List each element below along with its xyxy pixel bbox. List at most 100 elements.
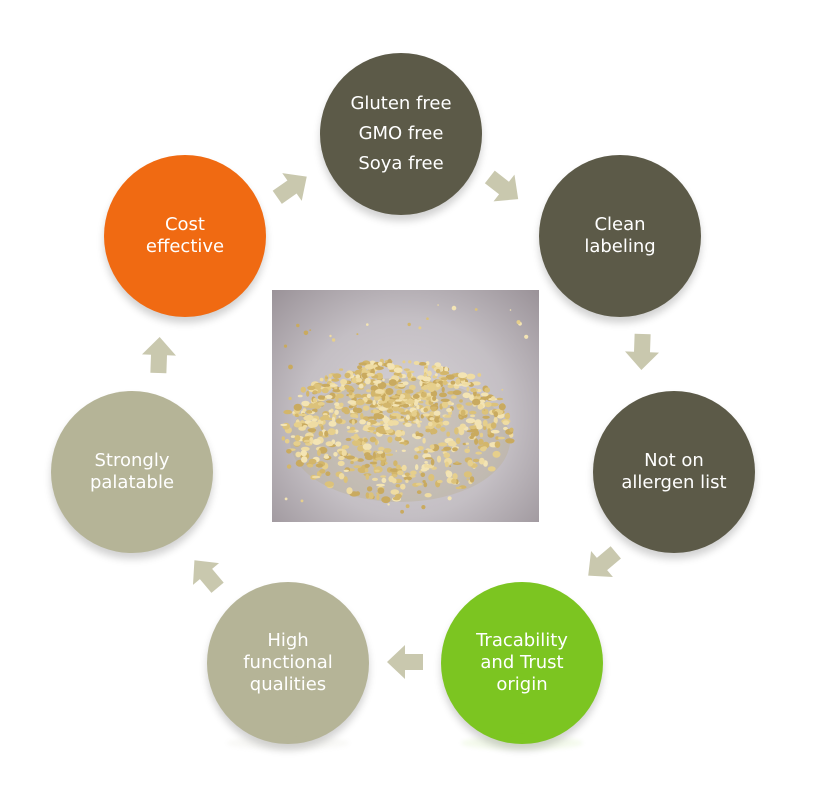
- crumb: [405, 479, 409, 483]
- crumb: [423, 407, 428, 413]
- granule: [307, 385, 316, 391]
- granule: [434, 416, 441, 423]
- granule: [459, 423, 466, 429]
- granule: [360, 412, 364, 420]
- granule: [379, 420, 384, 425]
- granule: [460, 409, 466, 416]
- granule: [412, 433, 416, 438]
- granule: [397, 470, 404, 476]
- granule: [373, 380, 382, 384]
- granule: [345, 455, 355, 460]
- granule: [312, 397, 317, 403]
- granule: [354, 393, 362, 398]
- crumb: [395, 450, 398, 452]
- granule: [317, 402, 325, 406]
- granule: [467, 459, 474, 467]
- granule: [504, 413, 511, 420]
- granule: [413, 361, 420, 365]
- granule: [325, 376, 329, 380]
- granule: [389, 468, 400, 473]
- arrow-6-icon: [142, 337, 176, 374]
- granule: [341, 449, 347, 457]
- granule: [469, 476, 475, 483]
- granule: [328, 373, 333, 378]
- node-text-line: origin: [496, 674, 548, 695]
- granule: [353, 433, 359, 441]
- granule: [454, 427, 459, 435]
- crumb: [366, 393, 372, 399]
- granule: [452, 390, 462, 396]
- granule: [306, 410, 313, 414]
- granule: [332, 373, 342, 379]
- granule: [440, 371, 450, 375]
- granule: [307, 422, 315, 428]
- granule: [335, 395, 339, 403]
- granule: [376, 494, 380, 501]
- granule: [393, 460, 398, 467]
- granule: [298, 413, 307, 417]
- granule: [394, 436, 402, 442]
- crumb: [435, 368, 441, 374]
- granule: [440, 377, 448, 381]
- granule: [442, 420, 450, 426]
- granule: [332, 389, 341, 393]
- granule: [398, 418, 405, 422]
- granule: [364, 463, 370, 468]
- granule: [321, 387, 329, 394]
- crumb: [396, 396, 400, 400]
- node-reflection: [461, 736, 583, 750]
- granule: [436, 382, 440, 388]
- granule: [418, 401, 424, 404]
- granule: [451, 395, 457, 399]
- granule: [421, 386, 429, 390]
- granule: [395, 484, 401, 488]
- crumb: [283, 344, 288, 348]
- granule: [372, 477, 378, 481]
- node-text-line: Not on: [644, 450, 704, 471]
- granule: [476, 393, 481, 397]
- granule: [375, 389, 385, 394]
- granule: [452, 473, 458, 480]
- granule: [311, 475, 321, 479]
- granule: [430, 444, 435, 450]
- granule: [430, 458, 435, 466]
- granule: [411, 410, 417, 417]
- granule: [401, 449, 406, 452]
- crumb: [428, 421, 433, 427]
- granule: [370, 389, 375, 397]
- granule: [385, 453, 394, 456]
- granule: [343, 469, 349, 472]
- granule: [322, 414, 330, 421]
- granule: [323, 455, 330, 459]
- granule: [490, 422, 497, 429]
- granule: [445, 374, 455, 380]
- granule: [493, 416, 498, 424]
- granule: [396, 389, 402, 395]
- granule: [434, 402, 438, 406]
- granule: [338, 473, 345, 480]
- crumb: [400, 509, 404, 514]
- granule: [294, 435, 301, 442]
- granule: [444, 414, 452, 418]
- granule: [445, 470, 453, 478]
- crumb: [309, 329, 312, 331]
- granule: [357, 445, 365, 452]
- granule: [334, 409, 339, 415]
- crumb: [442, 380, 448, 386]
- granule: [347, 400, 357, 405]
- granule: [325, 394, 333, 399]
- node-text-line: GMO free: [358, 123, 444, 144]
- crumb: [339, 402, 344, 407]
- granule: [430, 390, 438, 398]
- granule: [438, 380, 444, 385]
- granule: [383, 426, 391, 430]
- granule: [303, 439, 311, 443]
- granule: [295, 451, 302, 458]
- granule: [404, 472, 410, 477]
- granule: [337, 460, 345, 467]
- granule: [471, 381, 481, 386]
- granule: [466, 373, 476, 380]
- granule: [386, 409, 394, 414]
- granule: [474, 438, 479, 445]
- crumb: [296, 323, 300, 328]
